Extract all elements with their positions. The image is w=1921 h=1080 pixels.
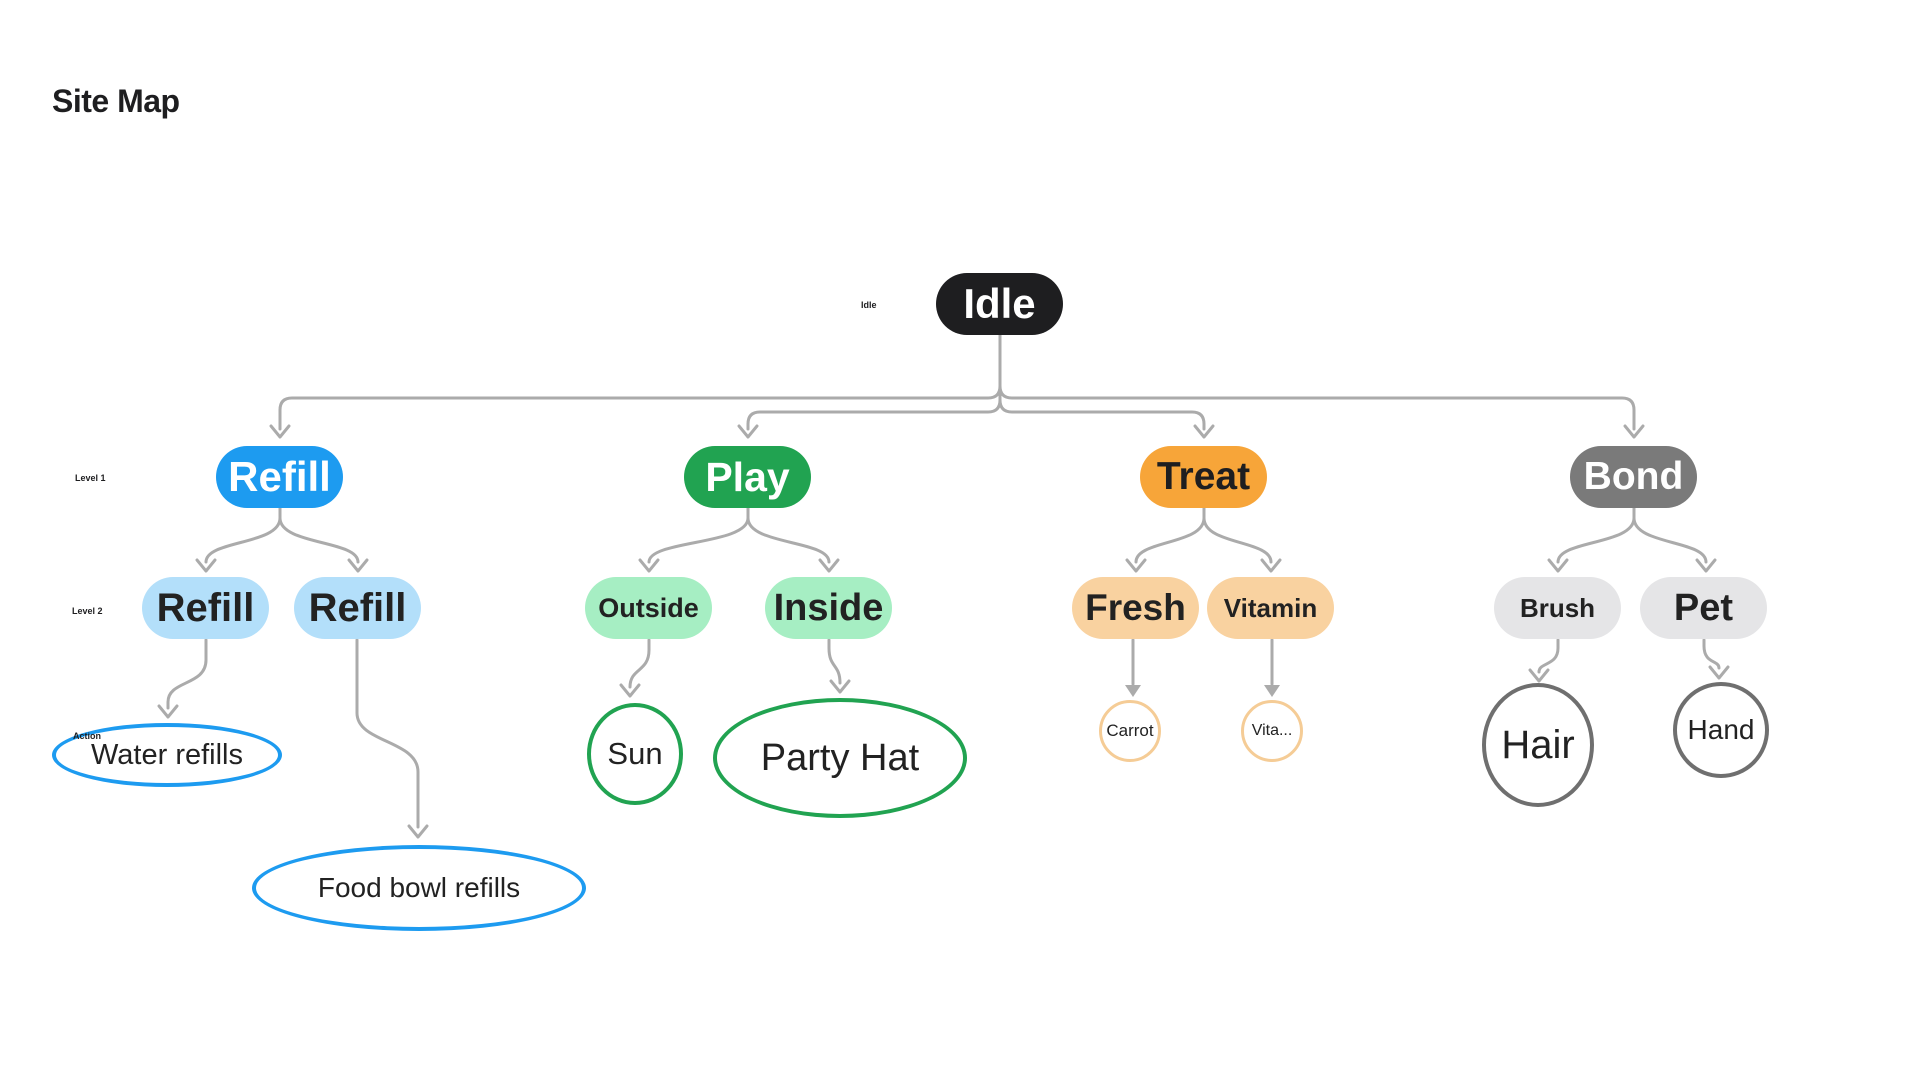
node-fresh[interactable]: Fresh: [1072, 577, 1199, 639]
connector-refill2a-water: [166, 638, 208, 710]
arrowhead-sun: [619, 683, 641, 698]
connector-brush-hair: [1537, 638, 1560, 674]
arrowhead-refill: [269, 424, 291, 439]
arrowhead-hair: [1528, 668, 1550, 683]
node-outside[interactable]: Outside: [585, 577, 712, 639]
arrowhead-party: [829, 679, 851, 694]
node-refill-level1-label: Refill: [228, 453, 331, 500]
node-brush-label: Brush: [1519, 592, 1596, 623]
node-idle[interactable]: Idle: [936, 273, 1063, 335]
node-water-refills-label: Water refills: [91, 738, 243, 771]
node-play-label: Play: [705, 453, 790, 500]
connector-bond-pet: [1632, 506, 1708, 564]
node-inside-label: Inside: [773, 586, 884, 629]
arrowhead-treat: [1193, 424, 1215, 439]
node-vitamin[interactable]: Vitamin: [1207, 577, 1334, 639]
node-hand-label: Hand: [1687, 714, 1755, 745]
node-fresh-label: Fresh: [1085, 587, 1186, 628]
node-carrot-label: Carrot: [1106, 721, 1154, 740]
connector-refill2b-food: [355, 638, 420, 829]
node-sun[interactable]: Sun: [587, 703, 683, 805]
node-outside-label: Outside: [598, 592, 699, 623]
node-hand[interactable]: Hand: [1673, 682, 1769, 778]
node-pet-label: Pet: [1673, 586, 1734, 629]
arrowhead-food: [407, 824, 429, 839]
page-title: Site Map: [52, 83, 180, 119]
row-label-action: Action: [73, 731, 101, 741]
row-label-level2: Level 2: [72, 606, 103, 616]
node-hair[interactable]: Hair: [1482, 683, 1594, 807]
node-food-bowl-refills-label: Food bowl refills: [317, 872, 521, 903]
node-play[interactable]: Play: [684, 446, 811, 508]
connector-treat-vitamin: [1202, 506, 1273, 564]
node-refill-food[interactable]: Refill: [294, 577, 421, 639]
row-label-level1: Level 1: [75, 473, 106, 483]
node-idle-label: Idle: [963, 280, 1036, 327]
arrowhead-fresh: [1125, 558, 1147, 573]
node-treat[interactable]: Treat: [1140, 446, 1267, 508]
arrowhead-refill2a: [195, 558, 217, 573]
node-refill-water[interactable]: Refill: [142, 577, 269, 639]
node-bond-label: Bond: [1583, 455, 1684, 498]
arrowhead-pet: [1695, 558, 1717, 573]
node-refill-water-label: Refill: [156, 585, 255, 630]
arrowhead-hand: [1708, 665, 1730, 680]
connector-idle-refill: [278, 334, 1002, 431]
connector-play-inside: [746, 506, 831, 564]
arrowhead-brush: [1547, 558, 1569, 573]
node-brush[interactable]: Brush: [1494, 577, 1621, 639]
node-party-hat-label: Party Hat: [760, 736, 920, 779]
connector-idle-play: [746, 334, 1002, 431]
arrowhead-carrot: [1125, 685, 1141, 697]
connector-idle-treat: [998, 334, 1206, 431]
node-vita[interactable]: Vita...: [1241, 700, 1303, 762]
arrowhead-water: [157, 704, 179, 719]
arrowhead-outside: [638, 558, 660, 573]
connector-pet-hand: [1702, 638, 1721, 670]
arrowhead-vita: [1264, 685, 1280, 697]
node-food-bowl-refills[interactable]: Food bowl refills: [252, 845, 586, 931]
arrowhead-play: [737, 424, 759, 439]
connector-outside-sun: [628, 638, 651, 689]
node-treat-label: Treat: [1156, 455, 1251, 498]
connector-treat-fresh: [1134, 506, 1206, 564]
connector-inside-party: [827, 638, 842, 685]
node-sun-label: Sun: [607, 736, 663, 771]
node-hair-label: Hair: [1501, 722, 1575, 767]
arrowhead-vitamin: [1260, 558, 1282, 573]
connector-bond-brush: [1556, 506, 1636, 564]
node-refill-level1[interactable]: Refill: [216, 446, 343, 508]
node-tag-idle: Idle: [861, 300, 877, 310]
node-refill-food-label: Refill: [308, 585, 407, 630]
connector-idle-bond: [998, 334, 1636, 431]
arrowhead-refill2b: [347, 558, 369, 573]
node-inside[interactable]: Inside: [765, 577, 892, 639]
connector-refill-refill2a: [204, 506, 282, 564]
node-bond[interactable]: Bond: [1570, 446, 1697, 508]
connector-play-outside: [647, 506, 750, 564]
node-vitamin-label: Vitamin: [1223, 592, 1318, 623]
arrowhead-bond: [1623, 424, 1645, 439]
connector-refill-refill2b: [278, 506, 360, 564]
node-pet[interactable]: Pet: [1640, 577, 1767, 639]
arrowhead-inside: [818, 558, 840, 573]
node-vita-label: Vita...: [1251, 722, 1293, 739]
node-party-hat[interactable]: Party Hat: [713, 698, 967, 818]
node-water-refills[interactable]: Water refills: [52, 723, 282, 787]
node-carrot[interactable]: Carrot: [1099, 700, 1161, 762]
